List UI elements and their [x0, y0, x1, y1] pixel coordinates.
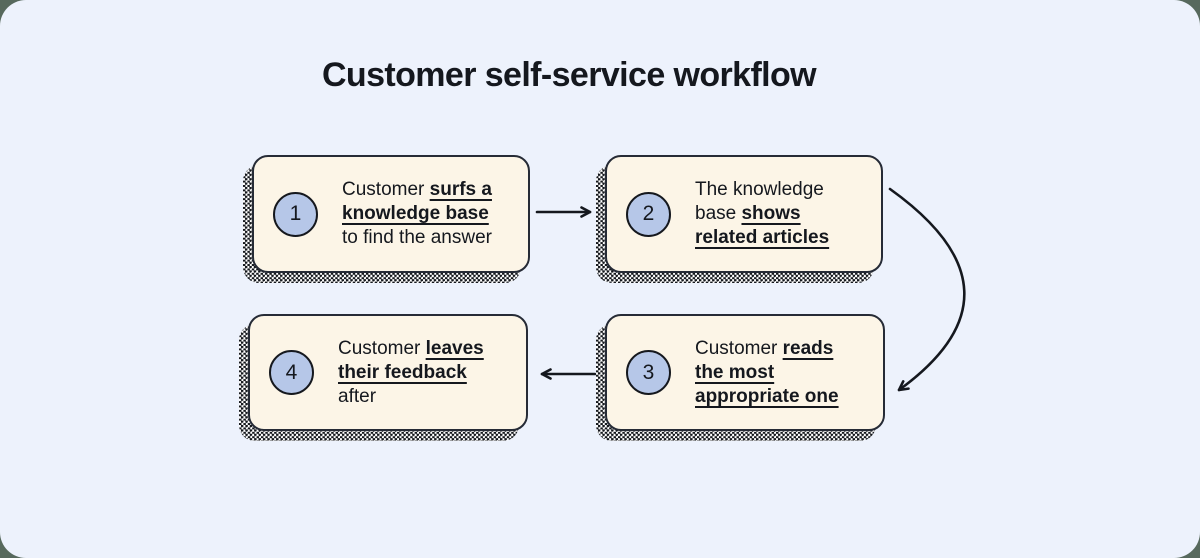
step-number-badge: 1: [273, 191, 318, 237]
step-number-badge: 3: [626, 350, 671, 395]
page-title: Customer self-service workflow: [321, 56, 817, 94]
step-number-badge: 4: [269, 350, 314, 395]
arrow-step2-to-step3: [888, 187, 966, 392]
step-number-badge: 2: [626, 191, 671, 237]
